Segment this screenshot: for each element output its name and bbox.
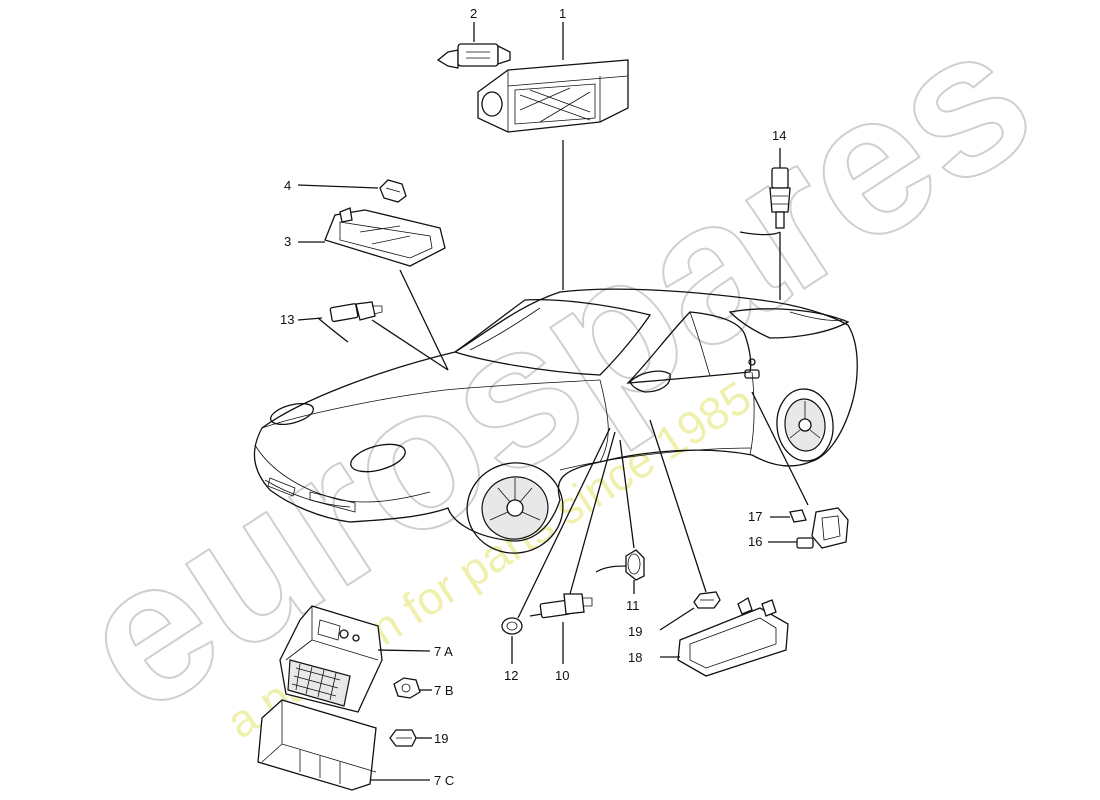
part-12-ring (501, 427, 611, 664)
label-2: 2 (470, 6, 477, 21)
part-19-18-lamp (649, 419, 789, 677)
part-10-switch (529, 431, 616, 664)
label-11: 11 (626, 598, 640, 613)
label-1: 1 (559, 6, 566, 21)
label-18: 18 (628, 650, 642, 665)
label-14: 14 (772, 128, 786, 143)
label-19-upper: 19 (628, 624, 642, 639)
part-labels: 1 2 4 3 13 14 17 16 11 10 12 19 18 7 A 7… (280, 6, 786, 788)
part-3-light-housing (298, 207, 449, 371)
label-7c: 7 C (434, 773, 454, 788)
car-illustration (253, 288, 858, 554)
label-19-lower: 19 (434, 731, 448, 746)
part-14-switch (739, 148, 791, 300)
part-1-interior-light (477, 22, 629, 290)
label-16: 16 (748, 534, 762, 549)
part-13-switch (297, 301, 449, 371)
part-7-control-unit (257, 605, 432, 791)
label-4: 4 (284, 178, 291, 193)
part-4-bulb (297, 179, 407, 203)
label-3: 3 (284, 234, 291, 249)
part-2-bulb (436, 22, 511, 69)
part-16-17-assembly (751, 391, 849, 549)
label-12: 12 (504, 668, 518, 683)
label-7a: 7 A (434, 644, 453, 659)
label-10: 10 (555, 668, 569, 683)
part-11-grommet (595, 439, 645, 594)
label-17: 17 (748, 509, 762, 524)
label-7b: 7 B (434, 683, 454, 698)
label-13: 13 (280, 312, 294, 327)
